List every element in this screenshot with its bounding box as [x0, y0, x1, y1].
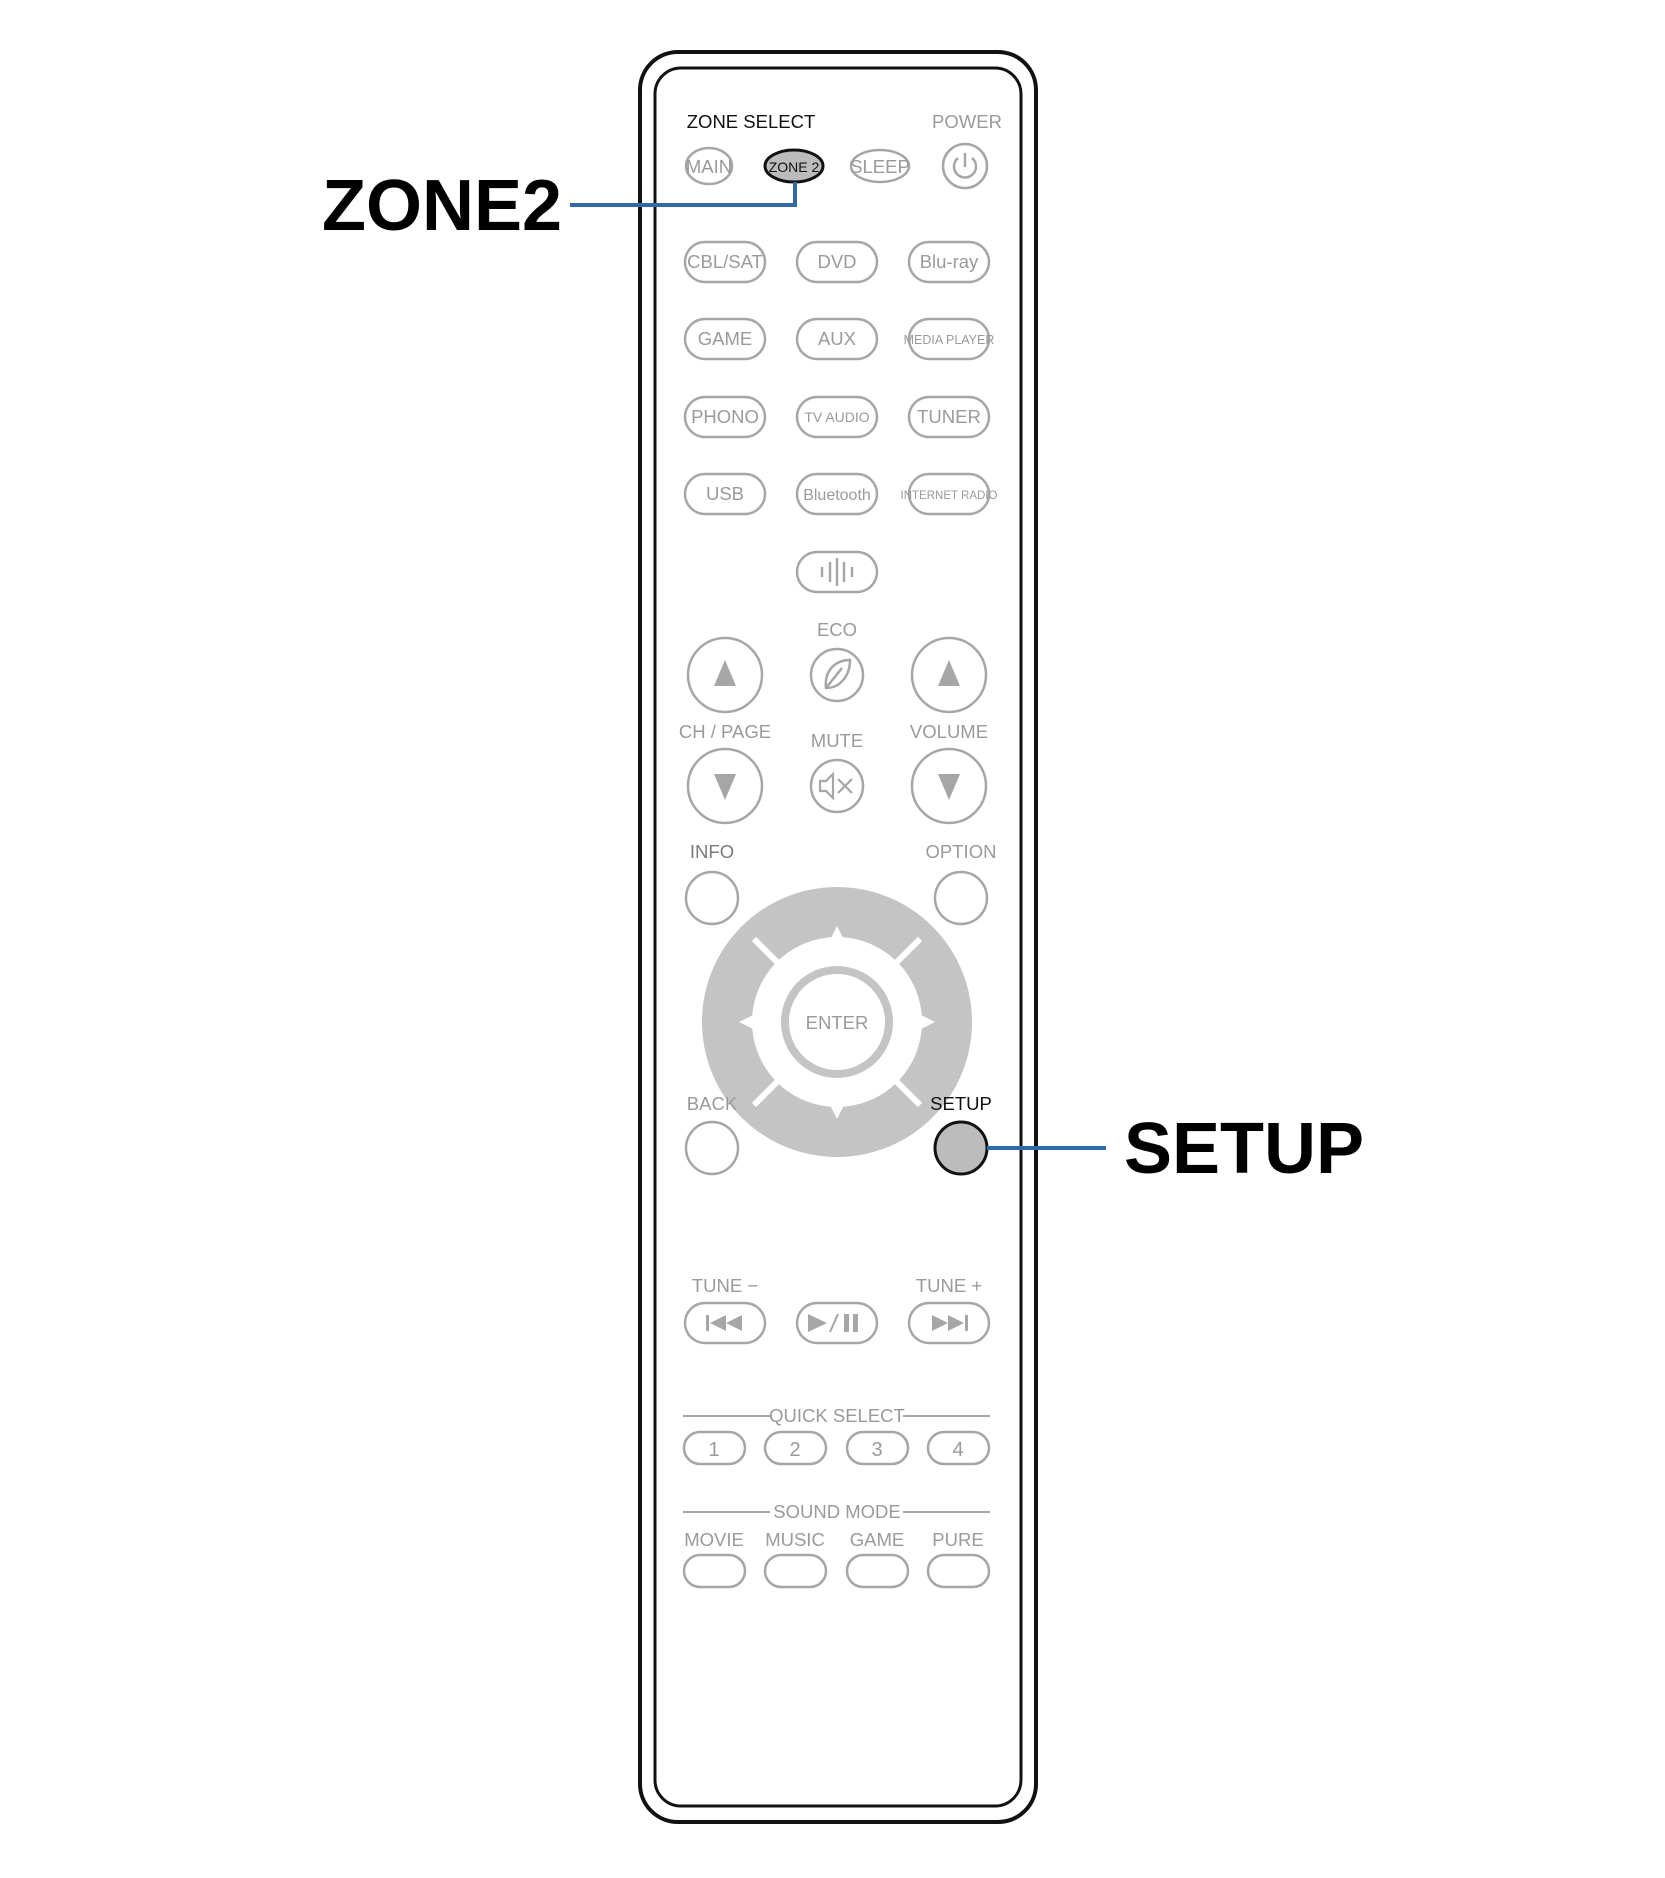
movie-label: MOVIE — [684, 1529, 744, 1550]
svg-text:USB: USB — [706, 483, 744, 504]
quick-select-4-button[interactable]: 4 — [926, 1430, 991, 1466]
quick-select-label: QUICK SELECT — [769, 1405, 905, 1426]
svg-text:ZONE 2: ZONE 2 — [769, 159, 820, 175]
volume-up-button[interactable] — [910, 636, 988, 714]
quick-select-3-button[interactable]: 3 — [845, 1430, 910, 1466]
dpad-right-button[interactable] — [917, 1013, 935, 1031]
music-label: MUSIC — [765, 1529, 825, 1550]
directional-pad — [702, 887, 972, 1157]
power-button[interactable] — [941, 142, 989, 190]
svg-text:GAME: GAME — [698, 328, 752, 349]
ch-page-label: CH / PAGE — [679, 721, 771, 742]
game-source-button[interactable]: GAME — [683, 317, 767, 361]
tv-audio-button[interactable]: TV AUDIO — [795, 395, 879, 439]
svg-text:CBL/SAT: CBL/SAT — [687, 251, 763, 272]
remote-inner-casing — [653, 66, 1023, 1808]
sleep-button[interactable]: SLEEP — [849, 148, 911, 184]
sound-mode-label: SOUND MODE — [773, 1501, 900, 1522]
quick-select-2-button[interactable]: 2 — [763, 1430, 828, 1466]
down-arrow-icon — [938, 774, 960, 800]
quick-select-1-button[interactable]: 1 — [682, 1430, 747, 1466]
skip-forward-icon — [932, 1315, 968, 1331]
game-mode-button[interactable] — [845, 1553, 910, 1589]
zone2-leader-line — [570, 182, 797, 207]
option-button[interactable] — [933, 870, 989, 926]
tune-plus-button[interactable] — [907, 1301, 991, 1345]
zone2-button[interactable]: ZONE 2 — [763, 148, 825, 184]
down-arrow-icon — [714, 774, 736, 800]
pure-label: PURE — [932, 1529, 983, 1550]
up-arrow-icon — [714, 660, 736, 686]
internet-radio-button[interactable]: INTERNET RADIO — [901, 472, 998, 516]
enter-button[interactable]: ENTER — [806, 1012, 869, 1033]
svg-text:MEDIA PLAYER: MEDIA PLAYER — [904, 333, 995, 347]
svg-text:3: 3 — [871, 1439, 882, 1461]
setup-label: SETUP — [930, 1093, 992, 1114]
bluray-button[interactable]: Blu-ray — [907, 240, 991, 284]
movie-button[interactable] — [682, 1553, 747, 1589]
dpad-up-button[interactable] — [828, 926, 846, 944]
svg-text:MAIN: MAIN — [686, 156, 732, 177]
eco-button[interactable] — [809, 647, 865, 703]
svg-text:SLEEP: SLEEP — [850, 156, 910, 177]
info-label: INFO — [690, 841, 734, 862]
ch-page-down-button[interactable] — [686, 747, 764, 825]
play-pause-icon — [808, 1313, 858, 1333]
svg-text:1: 1 — [708, 1439, 719, 1461]
dvd-button[interactable]: DVD — [795, 240, 879, 284]
mute-icon — [818, 771, 853, 801]
mute-button[interactable] — [809, 758, 865, 814]
power-label: POWER — [932, 111, 1002, 132]
tune-plus-label: TUNE + — [916, 1275, 982, 1296]
power-icon — [952, 153, 978, 179]
svg-text:TV AUDIO: TV AUDIO — [804, 409, 869, 425]
setup-callout: SETUP — [1124, 1109, 1364, 1189]
tuner-button[interactable]: TUNER — [907, 395, 991, 439]
svg-text:AUX: AUX — [818, 328, 856, 349]
play-pause-button[interactable] — [795, 1301, 879, 1345]
svg-text:PHONO: PHONO — [691, 406, 759, 427]
up-arrow-icon — [938, 660, 960, 686]
back-label: BACK — [687, 1093, 738, 1114]
svg-text:4: 4 — [952, 1439, 963, 1461]
svg-text:2: 2 — [789, 1439, 800, 1461]
media-player-button[interactable]: MEDIA PLAYER — [904, 317, 995, 361]
svg-text:Blu-ray: Blu-ray — [920, 251, 979, 272]
svg-text:INTERNET RADIO: INTERNET RADIO — [901, 490, 998, 502]
main-button[interactable]: MAIN — [684, 146, 734, 186]
volume-label: VOLUME — [910, 721, 988, 742]
usb-button[interactable]: USB — [683, 472, 767, 516]
game-mode-label: GAME — [850, 1529, 904, 1550]
svg-text:TUNER: TUNER — [917, 406, 981, 427]
svg-text:Bluetooth: Bluetooth — [803, 487, 871, 504]
eco-label: ECO — [817, 619, 857, 640]
bluetooth-button[interactable]: Bluetooth — [795, 472, 879, 516]
skip-back-icon — [706, 1315, 742, 1331]
back-button[interactable] — [684, 1120, 740, 1176]
heos-icon — [820, 558, 854, 586]
mute-label: MUTE — [811, 730, 863, 751]
ch-page-up-button[interactable] — [686, 636, 764, 714]
dpad-down-button[interactable] — [828, 1101, 846, 1119]
leaf-icon — [824, 658, 852, 690]
tune-minus-button[interactable] — [683, 1301, 767, 1345]
option-label: OPTION — [926, 841, 997, 862]
music-button[interactable] — [763, 1553, 828, 1589]
svg-text:DVD: DVD — [817, 251, 856, 272]
info-button[interactable] — [684, 870, 740, 926]
phono-button[interactable]: PHONO — [683, 395, 767, 439]
heos-button[interactable] — [795, 550, 879, 594]
zone2-callout: ZONE2 — [322, 166, 562, 246]
setup-button[interactable] — [933, 1120, 989, 1176]
cblsat-button[interactable]: CBL/SAT — [683, 240, 767, 284]
aux-button[interactable]: AUX — [795, 317, 879, 361]
volume-down-button[interactable] — [910, 747, 988, 825]
tune-minus-label: TUNE − — [692, 1275, 758, 1296]
zone-select-label: ZONE SELECT — [687, 111, 816, 132]
pure-button[interactable] — [926, 1553, 991, 1589]
dpad-left-button[interactable] — [739, 1013, 757, 1031]
